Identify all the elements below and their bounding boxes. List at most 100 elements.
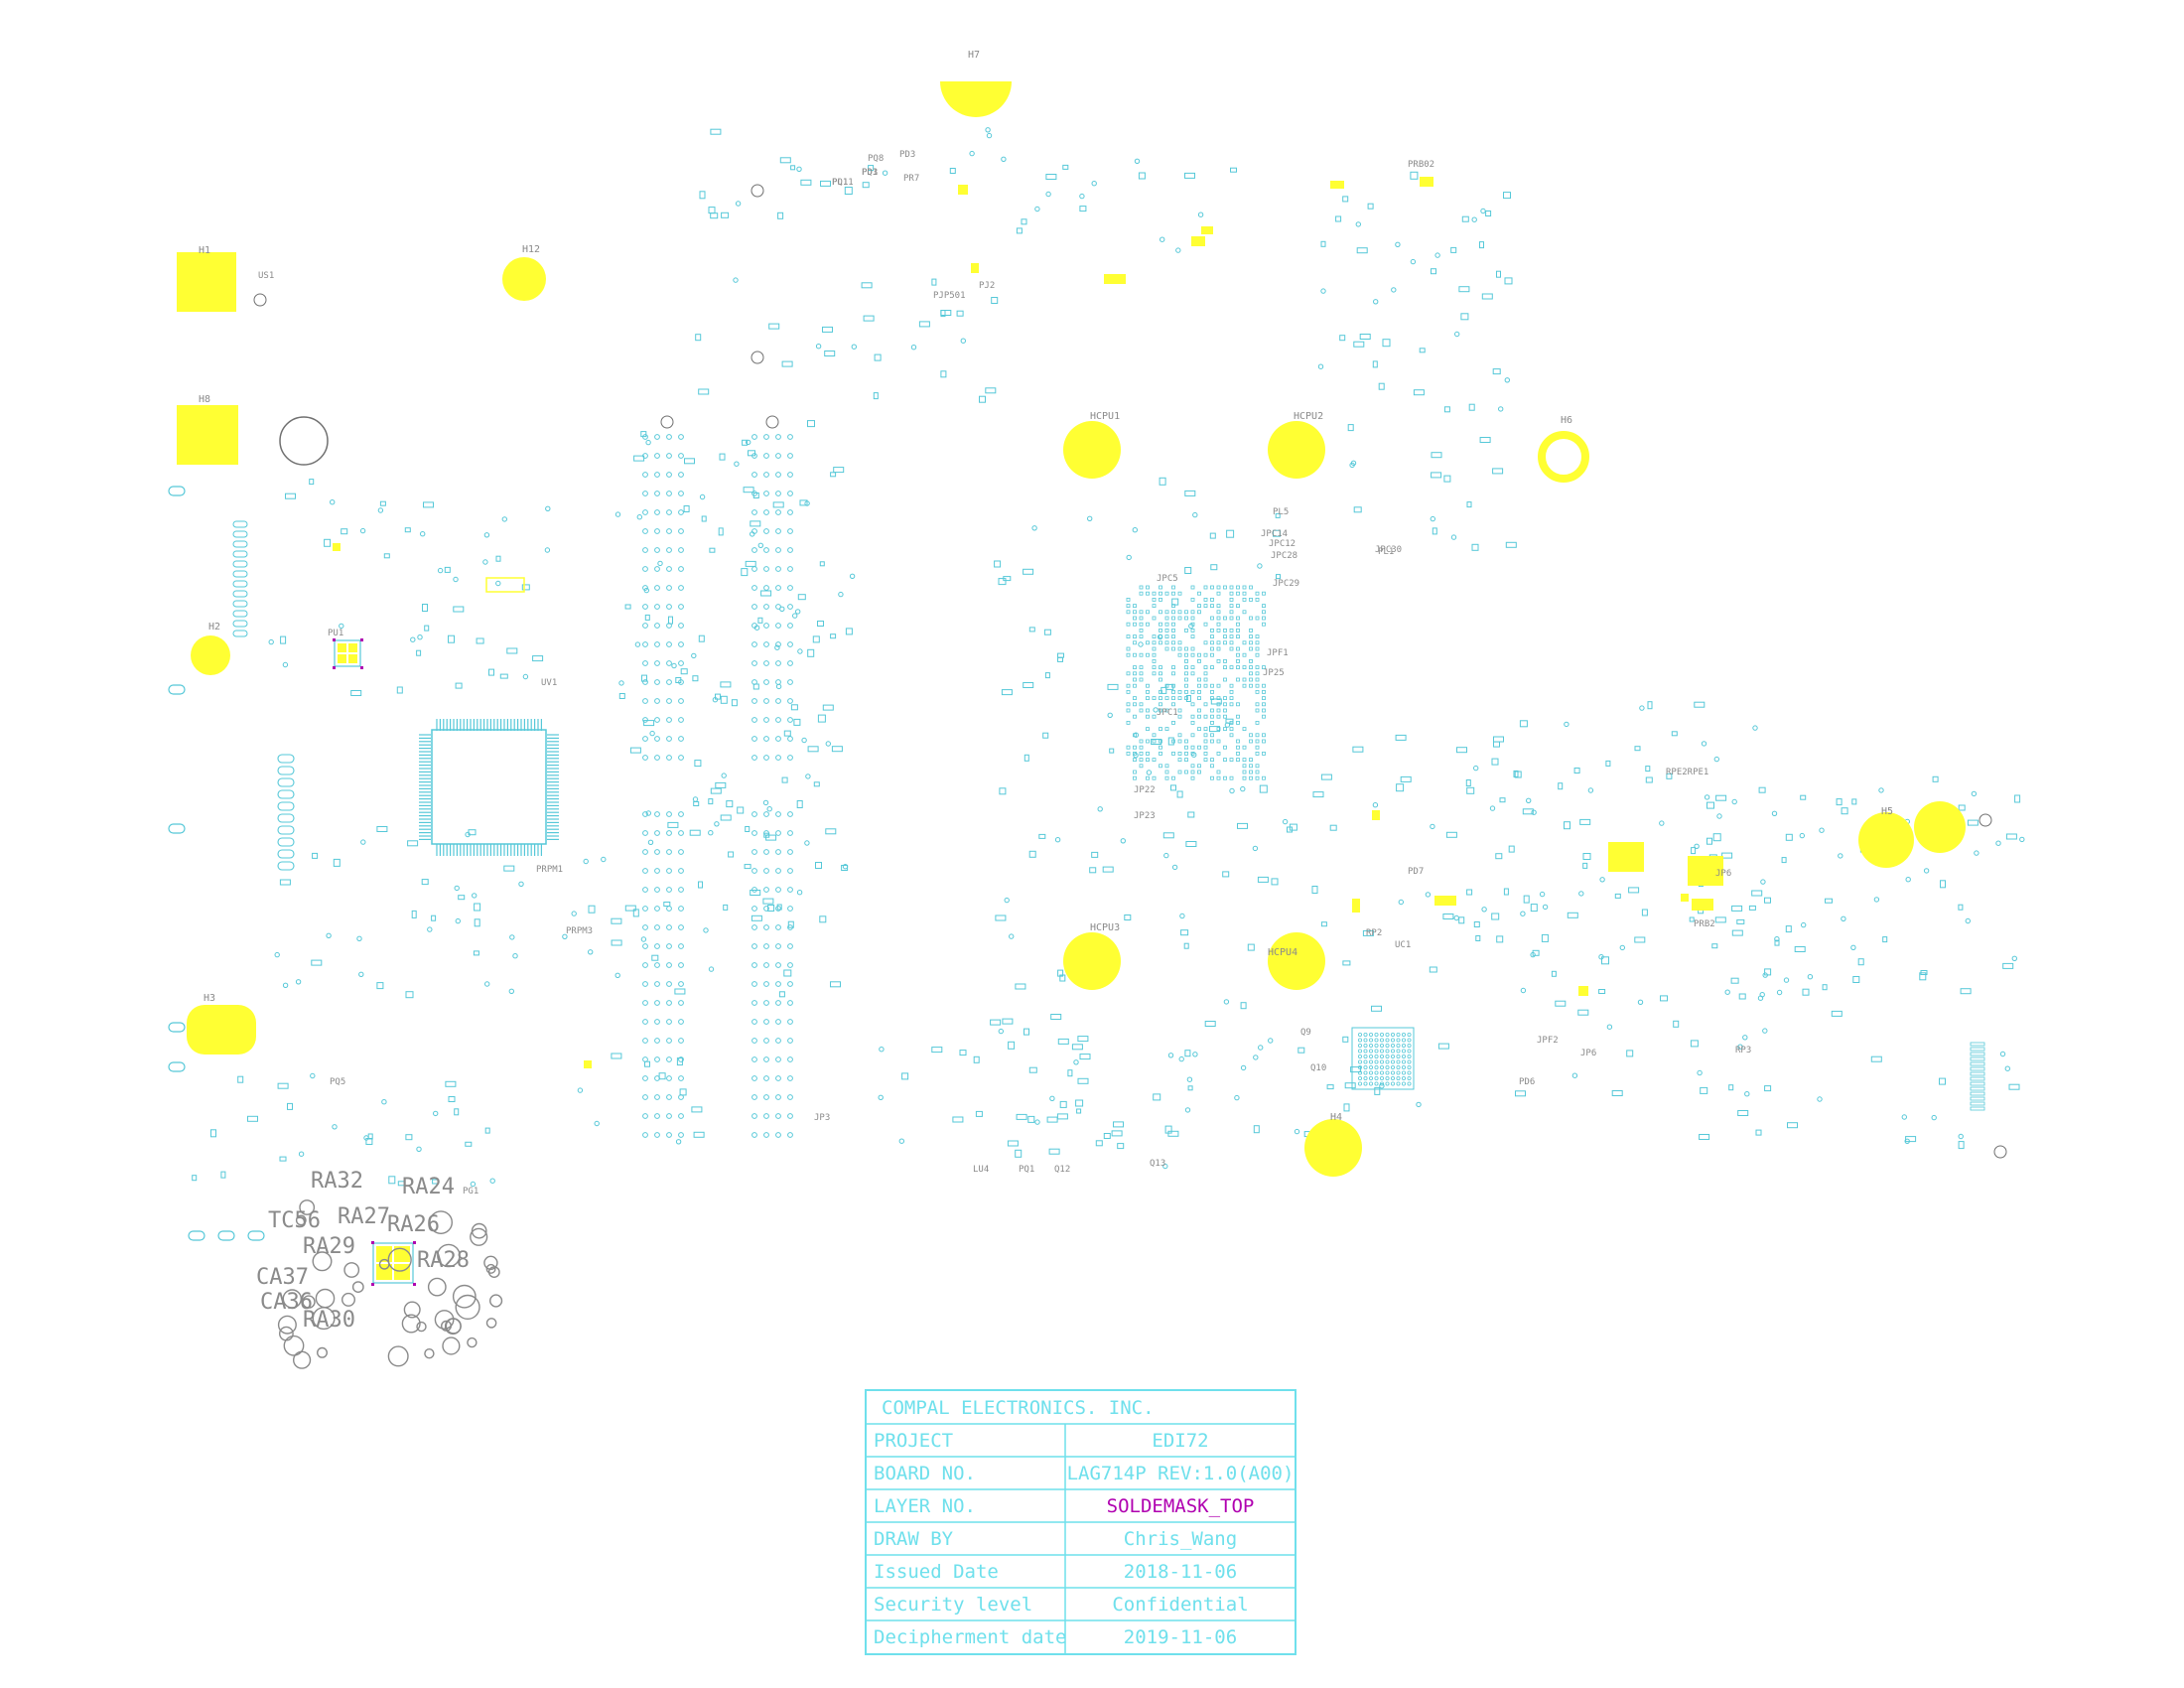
component-label: RP3 — [1735, 1046, 1751, 1055]
component-label: JP22 — [1134, 785, 1156, 795]
title-block-value: LAG714P REV:1.0(A00) — [1067, 1463, 1295, 1484]
component-label: PG1 — [463, 1187, 478, 1196]
component-label: JPC29 — [1273, 579, 1299, 589]
component-label: JP6 — [1715, 869, 1731, 879]
mounting-hole-h3: H3 — [187, 993, 256, 1055]
component-label: JP6 — [1580, 1049, 1596, 1058]
component-label: PQ1 — [1019, 1165, 1034, 1175]
cluster-label: CA37 — [256, 1265, 309, 1290]
component-label: PL5 — [1273, 507, 1289, 517]
mounting-hole-label: H5 — [1881, 806, 1893, 817]
component-label: PD6 — [1519, 1077, 1535, 1087]
component-label: Q13 — [1150, 1159, 1165, 1169]
mounting-hole-hcpu1: HCPU1 — [1063, 411, 1121, 479]
title-block: COMPAL ELECTRONICS. INC. PROJECT EDI72BOA… — [865, 1389, 1297, 1655]
mounting-hole-hcpu3: HCPU3 — [1063, 922, 1121, 990]
cluster-label: RA28 — [417, 1248, 470, 1273]
title-block-company: COMPAL ELECTRONICS. INC. — [882, 1397, 1155, 1419]
component-label: JP23 — [1134, 811, 1156, 821]
component-label: JPC28 — [1271, 551, 1297, 561]
component-label: PQ1 — [832, 178, 848, 188]
title-block-label: PROJECT — [874, 1430, 953, 1452]
mounting-hole-label: H4 — [1330, 1112, 1342, 1123]
component-label: US1 — [258, 271, 274, 281]
component-label: Q12 — [1054, 1165, 1070, 1175]
title-block-value: 2019-11-06 — [1124, 1626, 1237, 1648]
mounting-hole-h1: H1 — [177, 245, 236, 312]
mounting-hole-h5: H5 — [1858, 806, 1914, 868]
title-block-value: 2018-11-06 — [1124, 1561, 1237, 1583]
component-label: JP25 — [1263, 668, 1285, 678]
component-label: JPC12 — [1269, 539, 1296, 549]
cluster-label: RA32 — [311, 1169, 363, 1194]
component-label: PQ5 — [330, 1077, 345, 1087]
mounting-hole-h8: H8 — [177, 394, 238, 465]
cluster-label: RA30 — [303, 1308, 355, 1333]
component-label: Q9 — [1300, 1028, 1311, 1038]
component-label: PQ3 — [862, 168, 878, 178]
title-block-label: LAYER NO. — [874, 1495, 976, 1517]
component-pads — [168, 127, 2025, 1241]
component-label: PJP501 — [933, 291, 966, 301]
component-label: PL11 — [832, 178, 854, 188]
component-label: JPF2 — [1537, 1036, 1559, 1046]
mounting-hole-label: HCPU3 — [1090, 922, 1120, 933]
mounting-hole-label: H3 — [204, 993, 215, 1004]
component-labels: PQ1PQ3PQ8PR7PD3PJ2PJP501PU1UV1RPE2RPE1JP… — [258, 150, 1751, 1196]
mounting-hole-label: H1 — [199, 245, 210, 256]
mounting-hole-h4: H4 — [1304, 1112, 1362, 1177]
component-label: PD7 — [1408, 867, 1424, 877]
title-block-label: Issued Date — [874, 1561, 999, 1583]
mounting-hole-h6: H6 — [1538, 415, 1589, 483]
component-label: RP2 — [1366, 928, 1382, 938]
component-label: PQ8 — [868, 154, 884, 164]
mounting-hole-label: H6 — [1561, 415, 1572, 426]
component-label: RPE2RPE1 — [1666, 768, 1708, 777]
component-label: PR7 — [903, 174, 919, 184]
mounting-hole-label: HCPU4 — [1268, 947, 1297, 958]
title-block-value: EDI72 — [1152, 1430, 1208, 1452]
component-label: JP3 — [814, 1113, 830, 1123]
title-block-value: Chris_Wang — [1124, 1528, 1237, 1550]
cluster-label: CA36 — [260, 1290, 313, 1315]
component-label: UV1 — [541, 678, 557, 688]
mounting-hole-h2: H2 — [191, 622, 230, 675]
mounting-hole-h7: H7 — [940, 50, 1012, 117]
title-block-value: SOLDEMASK_TOP — [1107, 1495, 1255, 1517]
title-block-label: DRAW BY — [874, 1528, 954, 1550]
component-label: PRB2 — [1694, 919, 1715, 929]
title-block-label: Security level — [874, 1594, 1032, 1616]
title-block-value: Confidential — [1112, 1594, 1248, 1616]
component-label: JPC5 — [1157, 574, 1178, 584]
mounting-hole-label: H12 — [522, 244, 540, 255]
component-label: JPC1 — [1157, 708, 1178, 718]
component-label: PL1 — [1378, 547, 1394, 557]
mounting-hole-label: HCPU2 — [1294, 411, 1323, 422]
component-label: JPF1 — [1267, 648, 1289, 658]
title-block-label: Decipherment date — [874, 1626, 1066, 1648]
title-block-label: BOARD NO. — [874, 1463, 976, 1484]
cluster-label: RA27 — [338, 1204, 390, 1229]
component-label: PRB02 — [1408, 160, 1434, 170]
component-label: PRPM3 — [566, 926, 593, 936]
component-label: UC1 — [1395, 940, 1411, 950]
mounting-hole-label: H8 — [199, 394, 210, 405]
component-label: PU1 — [328, 629, 343, 638]
mounting-hole-label: H2 — [208, 622, 220, 633]
mounting-hole-label: HCPU1 — [1090, 411, 1120, 422]
mounting-hole-label: H7 — [968, 50, 980, 61]
component-label: PD3 — [899, 150, 915, 160]
ic-footprints — [253, 177, 2007, 1286]
component-label: PD1 — [862, 168, 878, 178]
component-label: PJ2 — [979, 281, 995, 291]
component-label: LU4 — [973, 1165, 989, 1175]
cluster-label: RA24 — [402, 1175, 455, 1199]
component-label: JPC14 — [1261, 529, 1288, 539]
mounting-hole-hcpu2: HCPU2 — [1268, 411, 1325, 479]
component-label: Q10 — [1310, 1063, 1326, 1073]
component-label: PRPM1 — [536, 865, 563, 875]
mounting-hole-h12: H12 — [502, 244, 546, 301]
